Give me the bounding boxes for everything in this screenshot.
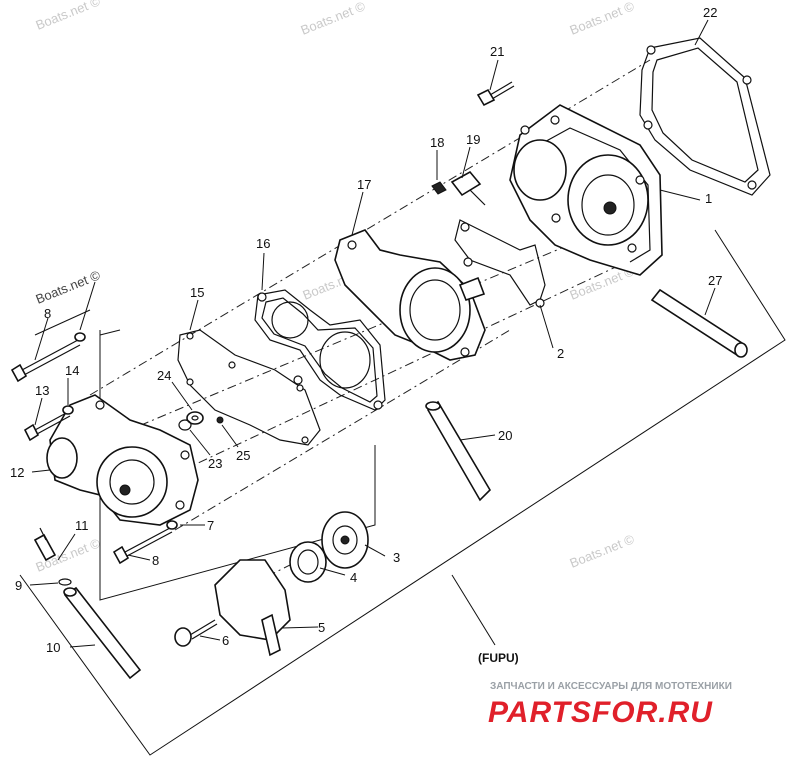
screw-13 [23,411,71,442]
part-number-11: 11 [75,518,89,533]
washer-7 [166,520,178,530]
part-number-20: 20 [498,428,512,443]
part-number-1: 1 [705,191,712,206]
part-number-21: 21 [490,44,504,59]
part-number-25: 25 [236,448,250,463]
part-number-19: 19 [466,132,480,147]
footer-brand: ЗАПЧАСТИ И АКСЕССУАРЫ ДЛЯ МОТОТЕХНИКИ PA… [488,681,732,729]
leader-lines [29,19,716,648]
clip-9 [58,578,72,586]
hose-20 [425,400,492,502]
gasket-2 [454,219,546,308]
brand-tagline: ЗАПЧАСТИ И АКСЕССУАРЫ ДЛЯ МОТОТЕХНИКИ [490,681,732,692]
bolt-8-bottom [112,527,173,565]
part-number-5: 5 [318,620,325,635]
nut-18 [431,181,447,195]
part-number-8-top: 8 [44,306,51,321]
watermark-2: Boats.net © [299,0,368,38]
assembly-caption: (FUPU) [451,574,519,665]
washer-14 [62,405,74,415]
ring-4 [289,541,327,583]
part-number-8-bottom: 8 [152,553,159,568]
part-number-27: 27 [708,273,722,288]
part-number-12: 12 [10,465,24,480]
gasket-22 [639,37,771,196]
pin-25 [216,416,224,424]
gasket-16 [254,289,386,411]
part-number-13: 13 [35,383,49,398]
part-number-14: 14 [65,363,79,378]
watermark-7: Boats.net © [568,531,637,571]
part-number-9: 9 [15,578,22,593]
gasket-15 [177,329,321,446]
brand-logo: PARTSFOR.RU [488,696,713,729]
watermark-1: Boats.net © [34,0,103,33]
pump-body-17 [334,229,486,361]
nut-8-top [74,332,86,342]
hose-10 [63,586,142,680]
screw-6 [174,619,218,647]
bolt-21 [476,81,515,107]
part-number-22: 22 [703,5,717,20]
part-number-2: 2 [557,346,564,361]
part-labels: 1 2 3 4 5 6 7 8 8 9 10 11 12 13 14 15 16… [10,5,722,655]
part-number-23: 23 [208,456,222,471]
washer-24 [186,411,204,425]
cover-5 [214,559,291,657]
nozzle-11 [33,527,57,562]
part-number-10: 10 [46,640,60,655]
tube-27 [650,288,748,358]
housing-12 [46,394,199,526]
pump-cover-1 [509,104,663,276]
part-number-6: 6 [222,633,229,648]
impeller-3 [321,511,369,569]
fupu-caption: (FUPU) [478,651,519,665]
bolt-8-top [10,339,81,383]
watermark-8: Boats.net © [34,267,103,307]
ring-23 [178,419,192,431]
part-number-16: 16 [256,236,270,251]
part-number-18: 18 [430,135,444,150]
part-number-7: 7 [207,518,214,533]
part-number-15: 15 [190,285,204,300]
watermark-3: Boats.net © [568,0,637,38]
fitting-19 [450,170,486,206]
part-number-3: 3 [393,550,400,565]
part-number-17: 17 [357,177,371,192]
part-number-4: 4 [350,570,357,585]
part-number-24: 24 [157,368,171,383]
